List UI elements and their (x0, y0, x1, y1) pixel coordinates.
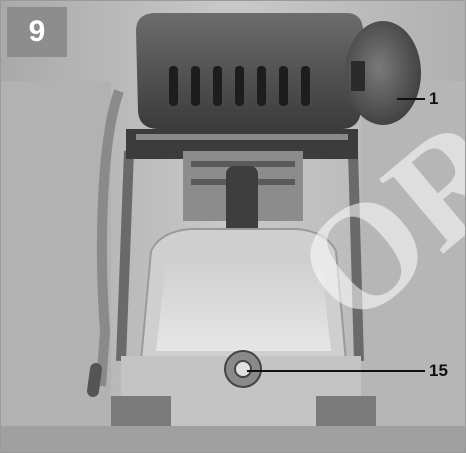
left-tube (96, 89, 124, 387)
left-tube-end (87, 363, 102, 397)
base-foot-left (111, 396, 171, 426)
pump-fin-1 (191, 161, 295, 167)
callout-15-leader (247, 370, 425, 372)
filter-collar (351, 61, 365, 91)
valve-inner (234, 360, 252, 378)
cover-inner (156, 263, 331, 351)
base-foot-right (316, 396, 376, 426)
bottom-shadow (1, 426, 465, 452)
stem (226, 166, 258, 246)
tank-right-shadow (361, 81, 465, 452)
callout-1-leader (397, 98, 425, 100)
top-bar-highlight (136, 134, 348, 140)
callout-15-label: 15 (429, 361, 448, 380)
figure-number-badge: 9 (7, 7, 67, 57)
head-vents (169, 66, 310, 106)
handle-frame (116, 150, 364, 362)
callout-1-label: 1 (429, 89, 439, 108)
